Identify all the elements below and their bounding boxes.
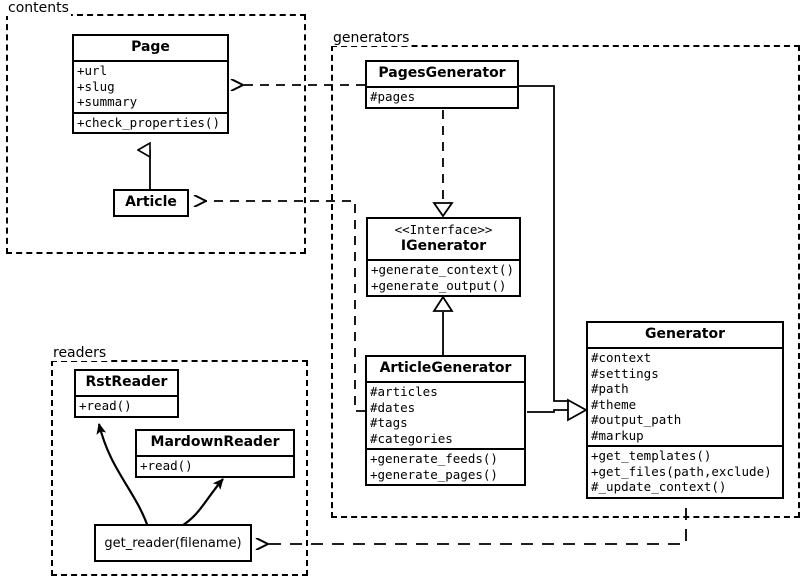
package-frame-readers — [51, 360, 308, 576]
class-box-article[interactable]: Article — [113, 189, 189, 217]
class-name-igenerator: <<Interface>> IGenerator — [368, 219, 519, 259]
class-attribute: #output_path — [591, 412, 682, 427]
class-methods-rst-reader: +read() — [76, 395, 177, 416]
class-methods-page: +check_properties() — [74, 111, 227, 133]
class-attribute: #markup — [591, 427, 644, 443]
class-attribute: #pages — [370, 89, 416, 104]
class-method: +generate_pages() — [370, 466, 498, 482]
class-attribute: #dates — [370, 399, 416, 415]
class-name-rst-reader: RstReader — [85, 374, 168, 390]
class-name-pages-generator: PagesGenerator — [378, 65, 506, 81]
package-frame-contents — [6, 14, 306, 254]
class-method: #_update_context() — [591, 479, 727, 494]
class-box-igenerator[interactable]: <<Interface>> IGenerator +generate_conte… — [366, 217, 521, 297]
class-attribute: #articles — [370, 384, 438, 399]
class-method: +generate_output() — [371, 277, 507, 293]
package-label-generators: generators — [331, 30, 412, 46]
class-attributes-pages-generator: #pages — [367, 86, 517, 107]
class-attribute: #theme — [591, 396, 637, 412]
class-box-article-generator[interactable]: ArticleGenerator #articles #dates #tags … — [365, 355, 526, 486]
class-name-article-generator: ArticleGenerator — [379, 360, 512, 376]
function-label-get-reader: get_reader(filename) — [104, 535, 242, 551]
class-methods-generator: +get_templates() +get_files(path,exclude… — [588, 445, 782, 497]
class-attribute: #settings — [591, 365, 659, 381]
function-box-get-reader[interactable]: get_reader(filename) — [94, 524, 252, 562]
class-box-mardown-reader[interactable]: MardownReader +read() — [135, 429, 295, 478]
class-name-page: Page — [131, 39, 170, 55]
class-attributes-page: +url +slug +summary — [74, 60, 227, 112]
class-attribute: +slug — [77, 78, 115, 94]
class-attribute: #categories — [370, 430, 453, 446]
class-name-article: Article — [125, 194, 177, 210]
class-methods-article-generator: +generate_feeds() +generate_pages() — [367, 448, 524, 484]
class-name-text: IGenerator — [400, 238, 487, 254]
class-box-generator[interactable]: Generator #context #settings #path #them… — [586, 321, 784, 499]
class-name-generator: Generator — [644, 326, 725, 342]
package-label-readers: readers — [51, 345, 109, 361]
class-method: +generate_feeds() — [370, 451, 498, 466]
class-attribute: #tags — [370, 415, 408, 430]
class-box-pages-generator[interactable]: PagesGenerator #pages — [365, 60, 519, 109]
class-attribute: +summary — [77, 94, 138, 109]
class-name-mardown-reader: MardownReader — [150, 434, 280, 450]
class-box-page[interactable]: Page +url +slug +summary +check_properti… — [72, 34, 229, 134]
package-label-contents: contents — [6, 0, 71, 16]
class-method: +check_properties() — [77, 114, 220, 130]
class-method: +get_templates() — [591, 448, 712, 463]
class-method: +read() — [79, 398, 132, 413]
class-method: +generate_context() — [371, 262, 514, 277]
class-method: +read() — [140, 458, 193, 473]
class-methods-mardown-reader: +read() — [137, 455, 293, 476]
class-attribute: +url — [77, 63, 108, 78]
class-attributes-article-generator: #articles #dates #tags #categories — [367, 381, 524, 448]
class-stereotype-igenerator: <<Interface>> — [394, 222, 493, 237]
class-attributes-generator: #context #settings #path #theme #output_… — [588, 347, 782, 445]
class-box-rst-reader[interactable]: RstReader +read() — [74, 369, 179, 418]
class-method: +get_files(path,exclude) — [591, 463, 772, 479]
class-attribute: #context — [591, 350, 652, 365]
class-methods-igenerator: +generate_context() +generate_output() — [368, 259, 519, 295]
class-attribute: #path — [591, 381, 629, 396]
